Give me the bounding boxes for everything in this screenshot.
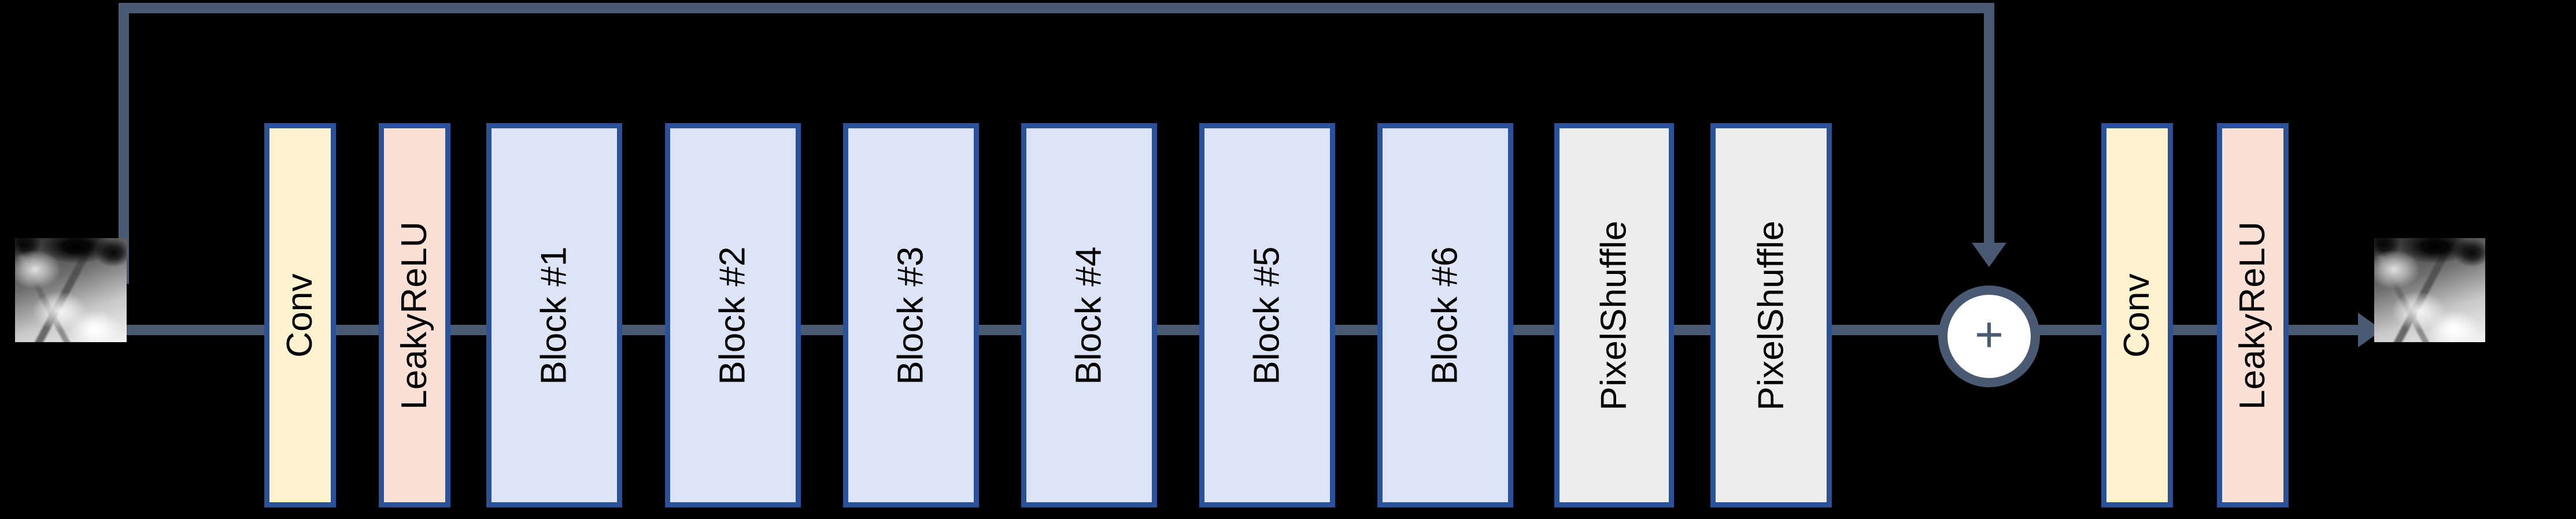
wire-leakyrelu1-to-block1 — [445, 325, 491, 335]
wire-block4-to-block5 — [1152, 325, 1204, 335]
wire-pixelshuffle1-to-pixelshuffle2 — [1669, 325, 1716, 335]
wire-pixelshuffle2-to-sum — [1827, 325, 1943, 335]
skip-connection-left-riser — [119, 3, 129, 284]
wire-block3-to-block4 — [974, 325, 1026, 335]
residual-sum-node[interactable]: + — [1938, 286, 2040, 387]
skip-connection-arrowhead-icon — [1972, 243, 2006, 267]
wire-block2-to-block3 — [796, 325, 848, 335]
layer-box-leakyrelu[interactable]: LeakyReLU — [379, 123, 450, 507]
layer-label: PixelShuffle — [1751, 220, 1791, 410]
plus-icon: + — [1974, 307, 2004, 362]
layer-label: Block #5 — [1247, 246, 1287, 385]
layer-box-block-4[interactable]: Block #4 — [1021, 123, 1157, 507]
layer-box-pixelshuffle[interactable]: PixelShuffle — [1710, 123, 1832, 507]
input-image-thumbnail — [15, 238, 127, 342]
skip-connection-top-rail — [119, 3, 1994, 13]
layer-box-pixelshuffle[interactable]: PixelShuffle — [1554, 123, 1674, 507]
wire-conv2-to-leakyrelu2 — [2168, 325, 2222, 335]
layer-box-conv[interactable]: Conv — [2101, 123, 2173, 507]
wire-sum-to-conv2 — [2035, 325, 2106, 335]
wire-input-to-conv1 — [127, 325, 269, 335]
layer-box-block-5[interactable]: Block #5 — [1199, 123, 1335, 507]
layer-label: Conv — [2117, 273, 2157, 358]
layer-label: Block #4 — [1069, 246, 1109, 385]
wire-block1-to-block2 — [617, 325, 670, 335]
layer-box-leakyrelu[interactable]: LeakyReLU — [2217, 123, 2289, 507]
skip-connection-right-drop — [1984, 3, 1994, 244]
layer-label: LeakyReLU — [394, 221, 435, 410]
layer-box-conv[interactable]: Conv — [264, 123, 336, 507]
layer-box-block-1[interactable]: Block #1 — [486, 123, 622, 507]
layer-label: LeakyReLU — [2233, 221, 2273, 410]
layer-box-block-3[interactable]: Block #3 — [843, 123, 979, 507]
layer-label: Block #6 — [1425, 246, 1465, 385]
layer-box-block-2[interactable]: Block #2 — [665, 123, 801, 507]
wire-block5-to-block6 — [1330, 325, 1383, 335]
wire-block6-to-pixelshuffle1 — [1508, 325, 1559, 335]
wire-conv1-to-leakyrelu1 — [331, 325, 384, 335]
wire-leakyrelu2-to-output — [2283, 325, 2360, 335]
layer-box-block-6[interactable]: Block #6 — [1377, 123, 1513, 507]
layer-label: PixelShuffle — [1594, 220, 1634, 410]
layer-label: Block #1 — [534, 246, 574, 385]
layer-label: Conv — [280, 273, 320, 358]
output-image-thumbnail — [2374, 238, 2485, 342]
layer-label: Block #2 — [712, 246, 753, 385]
layer-label: Block #3 — [890, 246, 931, 385]
